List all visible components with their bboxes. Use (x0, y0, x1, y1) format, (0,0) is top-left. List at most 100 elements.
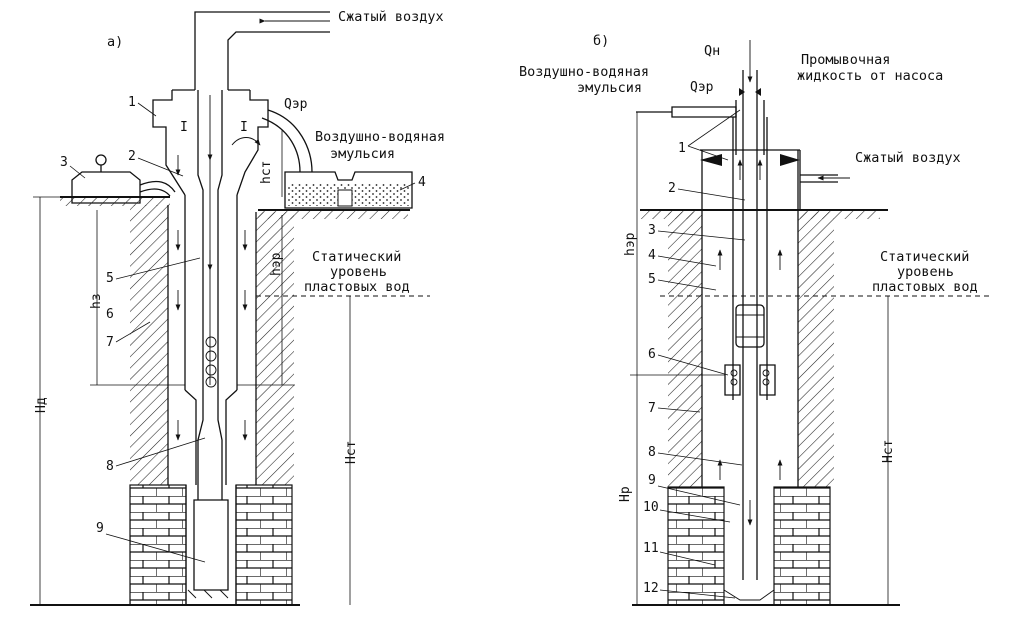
sump-9 (193, 499, 229, 591)
compressor-hose (139, 180, 176, 193)
brick-left (129, 484, 187, 606)
callout-b1: 1 (678, 141, 686, 156)
pipe-lower-right (217, 392, 223, 500)
callout-b2: 2 (668, 181, 676, 196)
compressor-hose-2 (139, 188, 171, 197)
flow-arrows-a (175, 137, 261, 441)
panel-b: б) Qн Воздушно-водяная эмульсия Промывоч… (519, 33, 990, 606)
brick-b-right (773, 486, 831, 606)
ground-b-hatch-r (800, 211, 880, 219)
callout-6: 6 (106, 307, 114, 322)
callout-b7: 7 (648, 401, 656, 416)
settling-tank (284, 171, 413, 209)
soil-right (256, 212, 294, 485)
emulsion-label-b-1: Воздушно-водяная (519, 64, 649, 80)
static-b-2: уровень (897, 264, 954, 280)
callout-b12: 12 (643, 581, 659, 596)
callout-b4: 4 (648, 248, 656, 263)
callout-b5: 5 (648, 272, 656, 287)
tank-outlet (337, 189, 353, 207)
wellhead-right (236, 90, 269, 196)
static-a-1: Статический (312, 249, 401, 265)
callout-3: 3 (60, 155, 68, 170)
callout-b6: 6 (648, 347, 656, 362)
qn-label: Qн (704, 43, 720, 59)
wellhead-left (152, 90, 186, 196)
static-a-2: уровень (330, 264, 387, 280)
mixer-6 (724, 364, 776, 396)
soil-b-left (668, 212, 702, 487)
emulsion-outlet-b (671, 106, 737, 118)
central-pipe-left (197, 90, 204, 392)
callouts-b: 1 2 3 4 5 6 7 8 9 10 11 12 (643, 109, 746, 599)
pipe-lower-left (197, 392, 204, 500)
packer-right (780, 154, 800, 166)
air-pipe-inner (227, 31, 330, 90)
ground-hatch-left (60, 198, 170, 206)
callouts-a: 1 2 3 4 5 6 7 8 9 (60, 95, 426, 563)
callout-b3: 3 (648, 223, 656, 238)
soil-left (130, 205, 168, 485)
q-er-b: Qэр (690, 80, 714, 95)
dim-hr-label: Нр (618, 486, 633, 502)
flush-label-1: Промывочная (801, 52, 890, 68)
dim-her-b-label: hэр (623, 232, 638, 256)
ground-hatch-right (258, 211, 408, 219)
bubble (205, 364, 217, 376)
panel-a-tag: а) (107, 34, 123, 50)
dim-hct-label: hст (259, 161, 274, 184)
callout-b9: 9 (648, 473, 656, 488)
callout-7: 7 (106, 335, 114, 350)
brick-b-left (667, 486, 725, 606)
callout-b8: 8 (648, 445, 656, 460)
compressor-gauge (95, 154, 107, 166)
callout-5: 5 (106, 271, 114, 286)
bubble (205, 336, 217, 348)
dim-hst-b-label: Нст (881, 440, 896, 463)
emulsion-label-a-2: эмульсия (330, 146, 395, 162)
dim-hz-label: hз (89, 293, 104, 309)
zone-i-right: I (240, 120, 248, 135)
dim-her-a-label: hэр (269, 252, 284, 276)
q-er-a: Qэр (284, 97, 308, 112)
emulsion-label-b-2: эмульсия (577, 80, 642, 96)
filter-walls (185, 485, 237, 605)
brick-right (235, 484, 293, 606)
emulsion-label-a-1: Воздушно-водяная (315, 129, 445, 145)
static-a-3: пластовых вод (304, 279, 410, 295)
panel-b-tag: б) (593, 33, 609, 49)
compressed-air-b: Сжатый воздух (855, 150, 961, 166)
packer-left (700, 154, 722, 166)
callout-2: 2 (128, 149, 136, 164)
central-pipe-right (217, 90, 223, 392)
flow-arrows-b (717, 159, 783, 526)
air-inlet-b (799, 150, 838, 210)
dim-hd-label: Нд (34, 397, 49, 413)
bubble (205, 350, 217, 362)
air-pipe-outer (194, 11, 330, 90)
bubble (205, 376, 217, 388)
casing-left-lower (184, 389, 197, 485)
dim-hst-a-label: Нст (344, 441, 359, 464)
soil-b-right (798, 212, 834, 487)
static-b-3: пластовых вод (872, 279, 978, 295)
sump-bottom-hatch (187, 589, 229, 599)
callout-8: 8 (106, 459, 114, 474)
zone-i-left: I (180, 120, 188, 135)
emulsion-pipe-inner (261, 117, 301, 173)
callout-9: 9 (96, 521, 104, 536)
mixer-body (735, 304, 765, 348)
casing-right-lower (225, 389, 238, 485)
emulsion-pipe (267, 109, 313, 173)
bit-12 (723, 589, 775, 601)
callout-b10: 10 (643, 500, 659, 515)
callout-4: 4 (418, 175, 426, 190)
swivel-marks (739, 88, 761, 96)
panel-a-compressed-air-label: Сжатый воздух (338, 9, 444, 25)
static-b-1: Статический (880, 249, 969, 265)
callout-b11: 11 (643, 541, 659, 556)
callout-1: 1 (128, 95, 136, 110)
flush-label-2: жидкость от насоса (797, 68, 943, 84)
